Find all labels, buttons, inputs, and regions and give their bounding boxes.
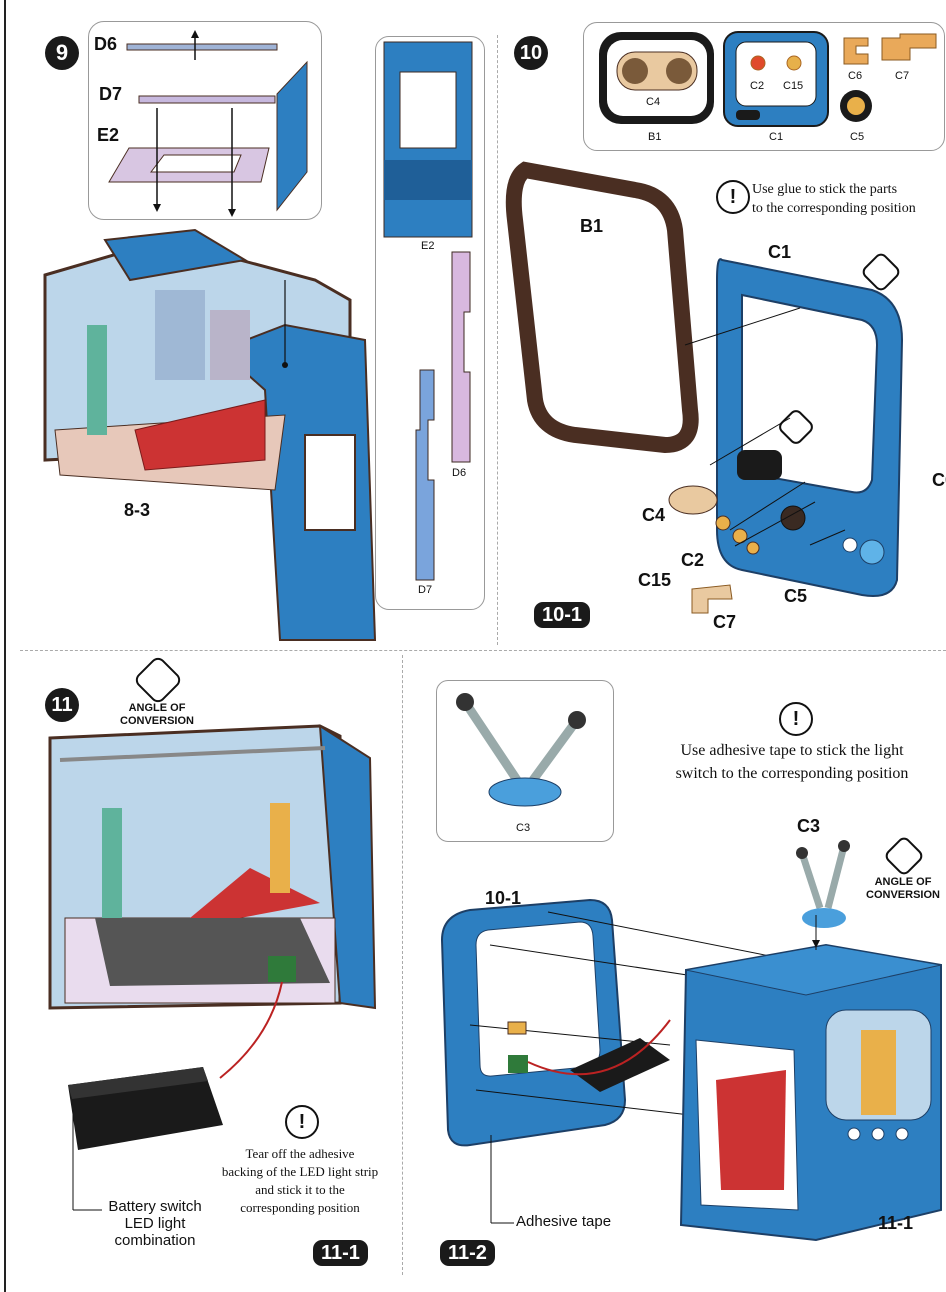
divider-vertical-top [497, 35, 498, 645]
panel-label-c5: C5 [850, 131, 864, 143]
tear-note-line4: corresponding position [205, 1200, 395, 1216]
step-11-number: 11 [45, 688, 79, 722]
angle-label-line1: ANGLE OF [110, 702, 204, 714]
label-c7: C7 [713, 612, 736, 633]
glue-note-line1: Use glue to stick the parts [752, 182, 897, 198]
label-11-1: 11-1 [878, 1213, 913, 1234]
adhesive-tape-label: Adhesive tape [516, 1213, 611, 1230]
part-c5-illustration [838, 88, 874, 124]
sheet-label-e2: E2 [421, 240, 434, 252]
label-c6-cut: C6 [932, 470, 946, 491]
layer-parts-illustration [89, 22, 321, 219]
panel-label-c15: C15 [783, 80, 803, 92]
part-label-d6: D6 [94, 34, 117, 55]
angle-of-conversion-icon-2 [883, 835, 925, 877]
sheet-label-d7: D7 [418, 584, 432, 596]
battery-label-line2: LED light [100, 1215, 210, 1232]
label-c3: C3 [797, 816, 820, 837]
angle-of-conversion-icon [133, 655, 184, 706]
assembly-label-8-3: 8-3 [124, 500, 150, 521]
sheet-label-d6: D6 [452, 467, 466, 479]
sheet-d7-illustration [412, 370, 442, 580]
tear-note-line1: Tear off the adhesive [205, 1146, 395, 1162]
divider-vertical-bottom [402, 655, 403, 1275]
tear-note-line3: and stick it to the [205, 1182, 395, 1198]
glue-note-line2: to the corresponding position [752, 201, 916, 217]
part-b1-c4-illustration [597, 30, 717, 130]
tape-note-line2: switch to the corresponding position [640, 765, 944, 783]
divider-horizontal [20, 650, 946, 651]
label-c4: C4 [642, 505, 665, 526]
battery-and-switch-illustration [490, 1010, 690, 1120]
tape-note-line1: Use adhesive tape to stick the light [640, 742, 944, 760]
glue-warning-icon: ! [716, 180, 750, 214]
part-label-d7: D7 [99, 84, 122, 105]
battery-label-line3: combination [100, 1232, 210, 1249]
panel-label-c2: C2 [750, 80, 764, 92]
tear-note-line2: backing of the LED light strip [205, 1164, 395, 1180]
label-b1: B1 [580, 216, 603, 237]
panel-label-b1: B1 [648, 131, 661, 143]
page-left-border [4, 0, 6, 1292]
part-label-e2: E2 [97, 125, 119, 146]
c3-box-label: C3 [516, 822, 530, 834]
part-c7-illustration [880, 34, 940, 66]
panel-label-c4: C4 [646, 96, 660, 108]
sheet-d6-illustration [448, 252, 478, 462]
tape-warning-icon: ! [779, 702, 813, 736]
tv-assembly-11-1-illustration [676, 940, 946, 1260]
step-10-number: 10 [514, 36, 548, 70]
sheet-e2-illustration [384, 42, 474, 242]
assembly-arrows [500, 250, 900, 650]
part-c6-illustration [842, 36, 872, 66]
c3-antenna-illustration [455, 690, 595, 810]
tear-warning-icon: ! [285, 1105, 319, 1139]
panel-label-c1: C1 [769, 131, 783, 143]
step-9-number: 9 [45, 36, 79, 70]
label-c15: C15 [638, 570, 671, 591]
tape-callout-line [488, 1135, 518, 1255]
substep-10-1: 10-1 [534, 602, 590, 628]
panel-label-c6: C6 [848, 70, 862, 82]
part-c1-illustration [722, 30, 832, 130]
label-c2: C2 [681, 550, 704, 571]
substep-11-2: 11-2 [440, 1240, 495, 1266]
substep-11-1: 11-1 [313, 1240, 368, 1266]
led-assembly-illustration [40, 718, 380, 1018]
assembly-8-3-illustration [35, 220, 415, 640]
angle-label-2-line1: ANGLE OF [856, 876, 946, 888]
battery-label-line1: Battery switch [100, 1198, 210, 1215]
label-c5: C5 [784, 586, 807, 607]
panel-label-c7: C7 [895, 70, 909, 82]
step-9-detail-box: D6 D7 E2 [88, 21, 322, 220]
